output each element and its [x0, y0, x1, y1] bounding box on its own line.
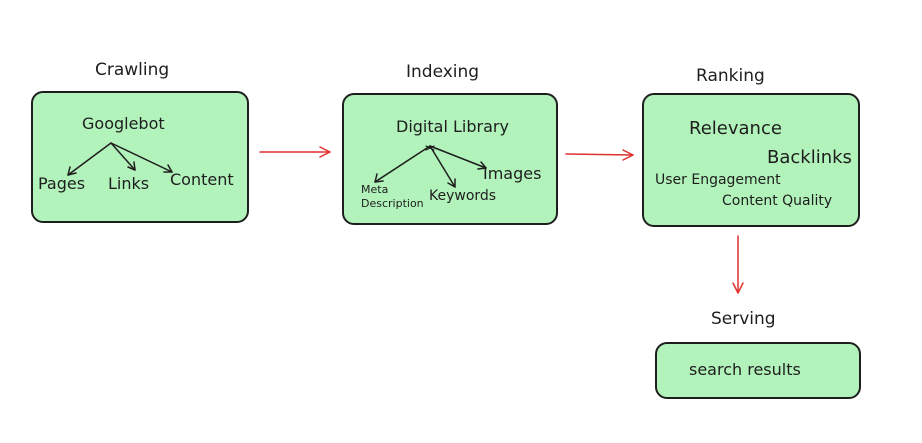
indexing-title: Indexing — [406, 62, 480, 82]
googlebot-node: Googlebot — [82, 114, 165, 133]
crawling-box — [31, 91, 249, 223]
keywords-node: Keywords — [429, 188, 497, 204]
content-quality-factor: Content Quality — [722, 193, 833, 209]
user-engagement-factor: User Engagement — [655, 172, 781, 188]
ranking-box — [642, 93, 860, 227]
search-results-label: search results — [689, 360, 801, 379]
relevance-factor: Relevance — [689, 118, 782, 139]
ranking-title: Ranking — [696, 66, 765, 86]
pages-node: Pages — [38, 174, 86, 193]
backlinks-factor: Backlinks — [767, 147, 852, 168]
serving-box — [655, 342, 861, 399]
digital-library-node: Digital Library — [396, 117, 509, 136]
arrow-indexing-to-ranking — [565, 153, 634, 156]
meta-description-node: Meta Description — [361, 183, 424, 210]
content-node: Content — [170, 170, 234, 189]
images-node: Images — [483, 164, 542, 183]
links-node: Links — [108, 174, 150, 193]
crawling-title: Crawling — [95, 60, 170, 80]
serving-title: Serving — [711, 309, 776, 329]
